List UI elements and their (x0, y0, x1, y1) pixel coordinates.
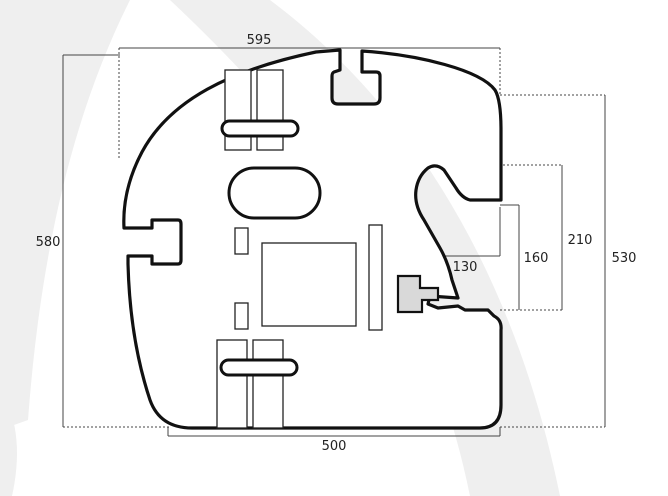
bottom-strap-buckle (219, 358, 299, 377)
top-strap-buckle (220, 119, 300, 138)
dim-notch-height: 210 (568, 233, 593, 248)
background-swoosh-bottom (0, 390, 17, 496)
dim-left-height: 580 (36, 235, 61, 250)
top-strap-left (224, 69, 252, 151)
plate-outline (122, 48, 503, 430)
dim-inner-height: 160 (524, 251, 549, 266)
dim-top-width: 595 (247, 33, 272, 48)
dim-right-height: 530 (612, 251, 637, 266)
background-swoosh-left (0, 0, 130, 430)
dim-bottom-width: 500 (322, 439, 347, 454)
top-strap-right (256, 69, 284, 151)
bottom-strap-left (216, 339, 248, 429)
bottom-strap-assembly (216, 339, 299, 429)
oval-cutout (227, 166, 322, 220)
small-slot-upper (234, 227, 249, 255)
center-square (261, 242, 357, 327)
bottom-strap-right (252, 339, 284, 429)
notch-tab (396, 274, 440, 314)
small-slot-lower (234, 302, 249, 330)
dim-notch-width: 130 (453, 260, 478, 275)
tall-slot (368, 224, 383, 331)
top-strap-assembly (220, 69, 300, 151)
